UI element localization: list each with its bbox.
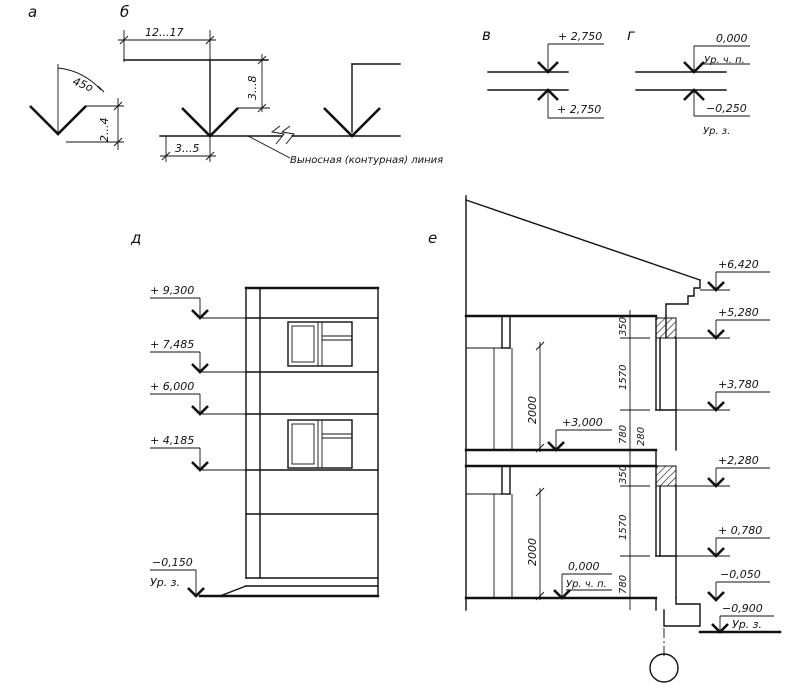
level-mark-6420: +6,420 <box>700 258 770 292</box>
level-label: + 4,185 <box>150 434 194 447</box>
height-label: 2...4 <box>98 118 111 143</box>
base-label: 3...5 <box>175 142 200 155</box>
panel-b: 12...17 3...8 3...5 Выносная (контурная)… <box>118 26 443 166</box>
top-value: 0,000 <box>716 32 748 45</box>
panel-label-v: в <box>482 26 491 44</box>
level-label: −0,900 <box>722 602 763 615</box>
panel-label-d: д <box>130 229 141 247</box>
panel-a: 45о 2...4 <box>29 64 124 150</box>
level-label: + 7,485 <box>150 338 194 351</box>
height-label: 3...8 <box>246 76 259 101</box>
ground-label: Ур. з. <box>150 576 180 589</box>
bottom-value: −0,250 <box>706 102 747 115</box>
level-mark-6000: + 6,000 <box>150 380 246 416</box>
level-label: +5,280 <box>718 306 759 319</box>
dim-280: 280 <box>636 427 647 446</box>
top-note: Ур. ч. п. <box>704 55 745 66</box>
floor-mark-0000: 0,000 Ур. ч. п. <box>553 560 612 600</box>
width-label: 12...17 <box>145 26 183 39</box>
dim-1570: 1570 <box>618 365 629 390</box>
panel-v: + 2,750 + 2,750 <box>487 30 604 119</box>
level-mark-0780: + 0,780 <box>676 524 770 558</box>
level-label: 0,000 <box>568 560 600 573</box>
panel-e: 2000 2000 350 1570 780 280 350 1570 780 … <box>464 195 782 683</box>
ground-label: Ур. з. <box>732 618 762 631</box>
dim-350: 350 <box>618 465 629 484</box>
dim-height: 2000 <box>526 538 539 566</box>
level-note: Ур. ч. п. <box>566 579 607 590</box>
dim-780: 780 <box>618 425 629 444</box>
level-label: −0,050 <box>720 568 761 581</box>
bottom-note: Ур. з. <box>703 126 730 137</box>
level-mark-ground: −0,150 Ур. з. <box>150 556 205 598</box>
level-label: +6,420 <box>718 258 759 271</box>
level-label: −0,150 <box>152 556 193 569</box>
dim-350: 350 <box>618 317 629 336</box>
level-mark-4185: + 4,185 <box>150 434 246 472</box>
level-label: + 9,300 <box>150 284 194 297</box>
panel-label-b: б <box>120 3 129 21</box>
callout-label: Выносная (контурная) линия <box>290 155 443 166</box>
panel-label-e: е <box>428 229 437 247</box>
floor-mark-3000: +3,000 <box>547 416 612 452</box>
level-label: +3,780 <box>718 378 759 391</box>
window-lower <box>287 419 353 469</box>
panel-g: 0,000 Ур. ч. п. −0,250 Ур. з. <box>635 32 750 137</box>
level-mark-5280: +5,280 <box>676 306 770 340</box>
level-mark-2280: +2,280 <box>676 454 770 488</box>
panel-label-g: г <box>627 26 635 44</box>
level-mark-3780: +3,780 <box>676 378 770 412</box>
angle-label: 45о <box>71 75 95 95</box>
level-mark-0050: −0,050 <box>707 568 770 602</box>
panel-d: + 9,300 + 7,485 + 6,000 + 4,185 <box>150 284 380 598</box>
level-mark-9300: + 9,300 <box>150 284 246 320</box>
level-label: +3,000 <box>562 416 603 429</box>
dim-1570: 1570 <box>618 515 629 540</box>
bottom-level: + 2,750 <box>557 103 601 116</box>
level-label: +2,280 <box>718 454 759 467</box>
dim-780: 780 <box>618 575 629 594</box>
level-mark-0900: −0,900 Ур. з. <box>698 602 782 634</box>
top-level: + 2,750 <box>558 30 602 43</box>
level-label: + 6,000 <box>150 380 194 393</box>
level-mark-7485: + 7,485 <box>150 338 246 374</box>
dim-height: 2000 <box>526 396 539 424</box>
window-upper <box>287 321 353 367</box>
panel-label-a: а <box>28 3 37 21</box>
level-label: + 0,780 <box>718 524 762 537</box>
